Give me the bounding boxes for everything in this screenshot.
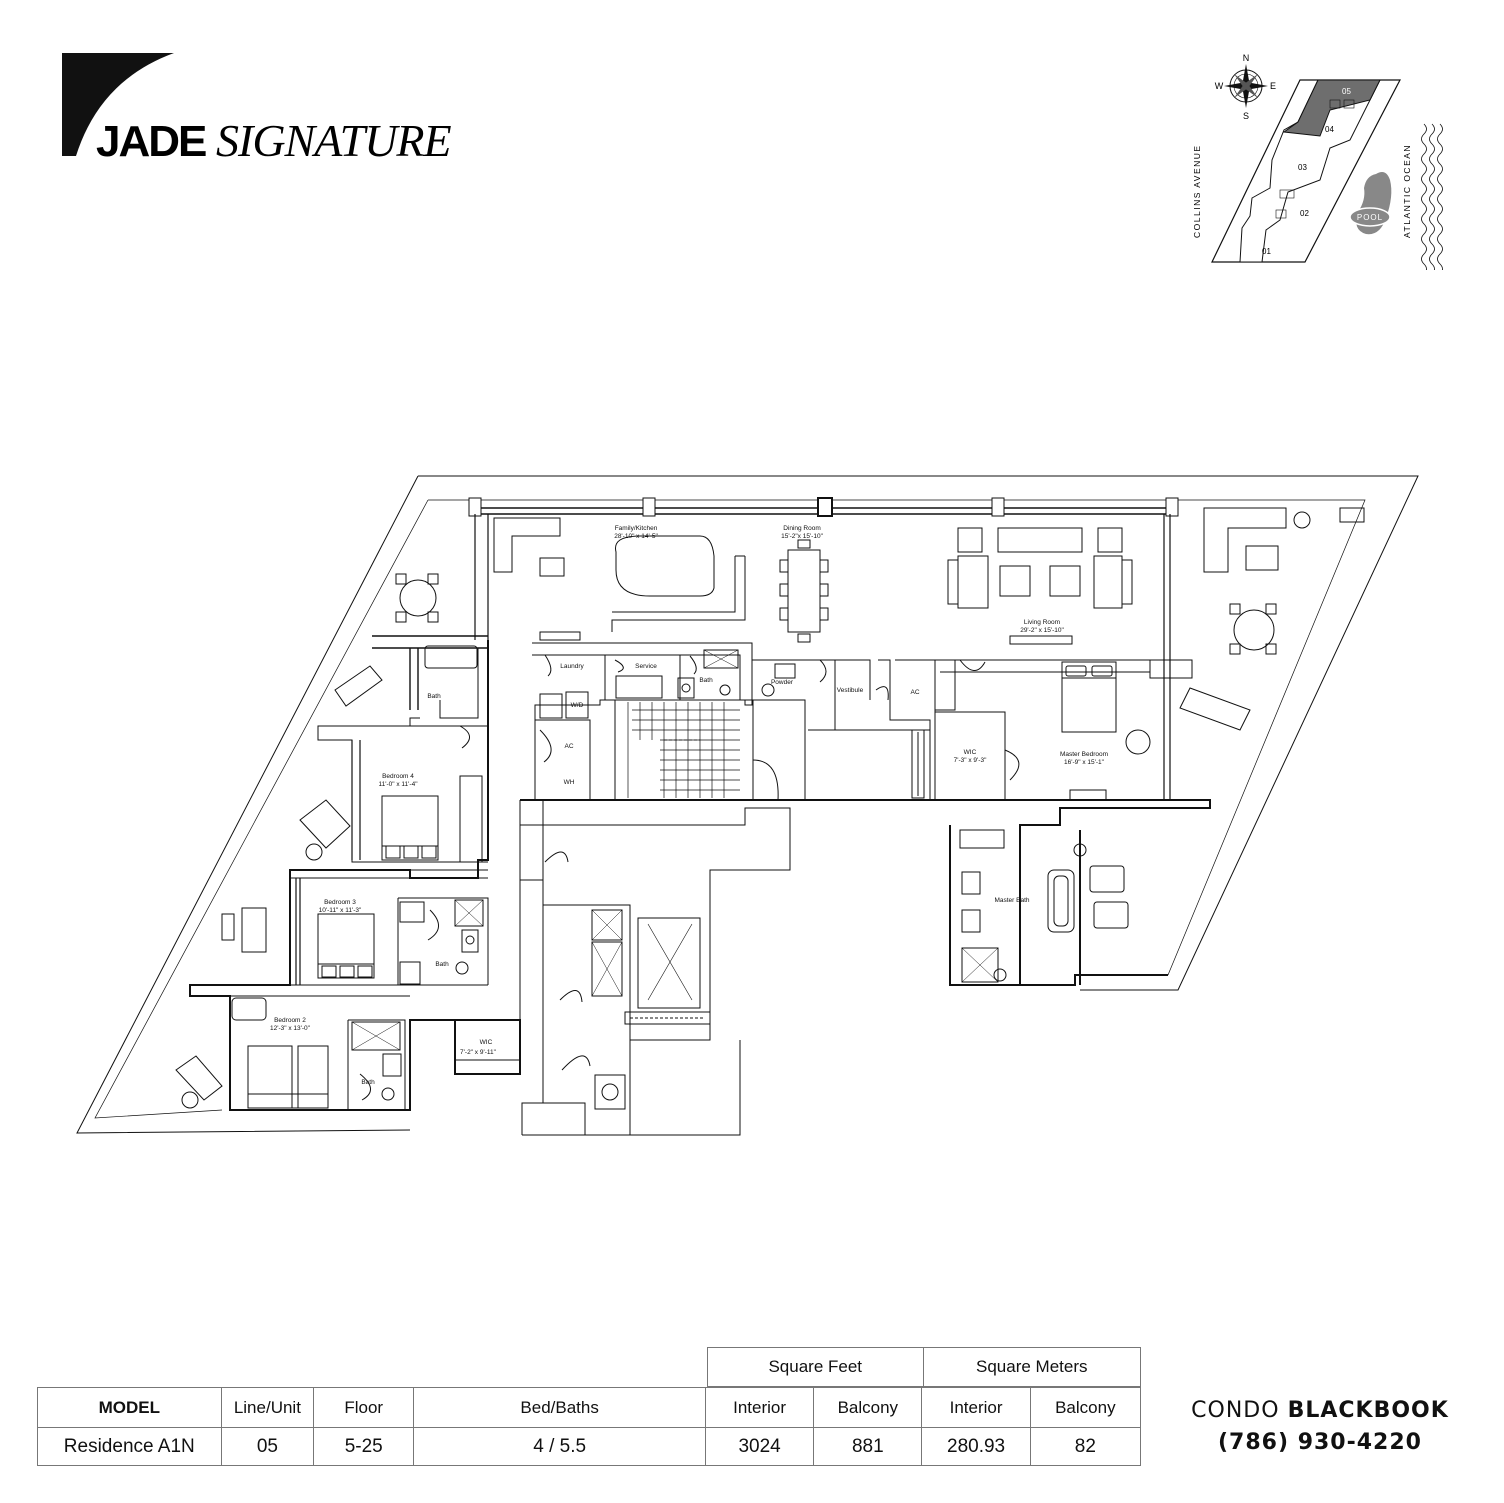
room-bath-b2-name: Bath xyxy=(361,1079,375,1086)
room-master-bath-name: Master Bath xyxy=(994,897,1029,904)
room-wic-b2-dim: 7'-2" x 9'-11" xyxy=(460,1049,497,1056)
balcony-outline xyxy=(76,475,1419,1134)
value-line-unit: 05 xyxy=(220,1427,315,1466)
room-vestibule-name: Vestibule xyxy=(837,687,864,694)
room-bath-top-name: Bath xyxy=(427,693,441,700)
room-master-bedroom-dim: 16'-9" x 15'-1" xyxy=(1064,759,1105,766)
value-sqm-interior: 280.93 xyxy=(921,1427,1031,1466)
header-line-unit: Line/Unit xyxy=(220,1387,315,1428)
ocean-waves xyxy=(1421,123,1443,270)
unit-label-04: 04 xyxy=(1325,125,1334,134)
room-wic-master-dim: 7'-3" x 9'-3" xyxy=(954,757,987,764)
brand-name-bold: BLACKBOOK xyxy=(1287,1398,1449,1423)
header-sqft-interior: Interior xyxy=(705,1387,815,1428)
value-floor: 5-25 xyxy=(313,1427,415,1466)
room-family-kitchen-dim: 28'-10" x 14'-5" xyxy=(614,533,658,540)
room-bedroom2-name: Bedroom 2 xyxy=(274,1017,306,1024)
room-dining-name: Dining Room xyxy=(783,525,821,532)
room-dining-dim: 15'-2"x 15'-10" xyxy=(781,533,823,540)
header-bed-baths: Bed/Baths xyxy=(413,1387,707,1428)
brand-phone: (786) 930-4220 xyxy=(1218,1430,1422,1455)
header-model: MODEL xyxy=(37,1387,222,1428)
compass-s: S xyxy=(1243,111,1249,121)
header-floor: Floor xyxy=(313,1387,415,1428)
room-bedroom4-name: Bedroom 4 xyxy=(382,773,414,780)
compass-w: W xyxy=(1215,81,1224,91)
room-powder-name: Powder xyxy=(771,679,794,686)
jade-signature-logo: JADE SIGNATURE xyxy=(62,53,453,166)
room-bedroom3-name: Bedroom 3 xyxy=(324,899,356,906)
value-sqft-interior: 3024 xyxy=(705,1427,815,1466)
pool-label: POOL xyxy=(1357,213,1383,222)
room-living-dim: 29'-2" x 15'-10" xyxy=(1020,627,1064,634)
value-sqft-balcony: 881 xyxy=(813,1427,923,1466)
room-ac2-name: AC xyxy=(910,689,919,696)
room-laundry-name: Laundry xyxy=(560,663,584,670)
room-master-bedroom-name: Master Bedroom xyxy=(1060,751,1108,758)
street-label: COLLINS AVENUE xyxy=(1192,144,1202,238)
room-ac1-name: AC xyxy=(564,743,573,750)
unit-label-02: 02 xyxy=(1300,209,1309,218)
key-plan: N S E W 05 04 03 02 01 POOL COLLINS AVEN… xyxy=(1192,53,1443,270)
header-sqm-balcony: Balcony xyxy=(1029,1387,1142,1428)
room-bath-b3-name: Bath xyxy=(435,961,449,968)
unit-label-03: 03 xyxy=(1298,163,1307,172)
brand-name-light: CONDO xyxy=(1191,1398,1280,1423)
logo-text-signature: SIGNATURE xyxy=(216,115,452,166)
logo-mark xyxy=(62,53,174,156)
unit-label-05: 05 xyxy=(1342,87,1351,96)
room-service-name: Service xyxy=(635,663,657,670)
compass-n: N xyxy=(1243,53,1250,63)
room-bedroom3-dim: 10'-11" x 11'-3" xyxy=(319,907,362,914)
value-model: Residence A1N xyxy=(37,1427,222,1466)
room-bedroom4-dim: 11'-0" x 11'-4" xyxy=(378,781,418,788)
room-living-name: Living Room xyxy=(1024,619,1060,626)
spec-group-header: Square Feet Square Meters xyxy=(707,1347,1141,1387)
room-wh-name: WH xyxy=(564,779,575,786)
condo-blackbook-brand: CONDO BLACKBOOK (786) 930-4220 xyxy=(1150,1395,1490,1459)
room-wic-master-name: WIC xyxy=(964,749,977,756)
header-sqm-interior: Interior xyxy=(921,1387,1031,1428)
ocean-label: ATLANTIC OCEAN xyxy=(1402,144,1412,238)
value-sqm-balcony: 82 xyxy=(1029,1427,1142,1466)
room-family-kitchen-name: Family/Kitchen xyxy=(615,525,658,532)
room-bedroom2-dim: 12'-3" x 13'-0" xyxy=(270,1025,311,1032)
logo-text-jade: JADE xyxy=(96,117,206,166)
header-sqft-balcony: Balcony xyxy=(813,1387,923,1428)
room-wd-name: W/D xyxy=(571,702,584,709)
compass-e: E xyxy=(1270,81,1276,91)
spec-table: MODEL Line/Unit Floor Bed/Baths Interior… xyxy=(37,1387,1142,1466)
compass-icon: N S E W xyxy=(1215,53,1276,121)
value-bed-baths: 4 / 5.5 xyxy=(413,1427,707,1466)
room-wic-b2-name: WIC xyxy=(480,1039,493,1046)
building-outline xyxy=(1239,79,1381,263)
room-bath-service-name: Bath xyxy=(699,677,713,684)
unit-label-01: 01 xyxy=(1262,247,1271,256)
group-square-meters: Square Meters xyxy=(922,1347,1141,1387)
group-square-feet: Square Feet xyxy=(707,1347,924,1387)
floor-plan: Family/Kitchen 28'-10" x 14'-5" Dining R… xyxy=(76,475,1419,1136)
